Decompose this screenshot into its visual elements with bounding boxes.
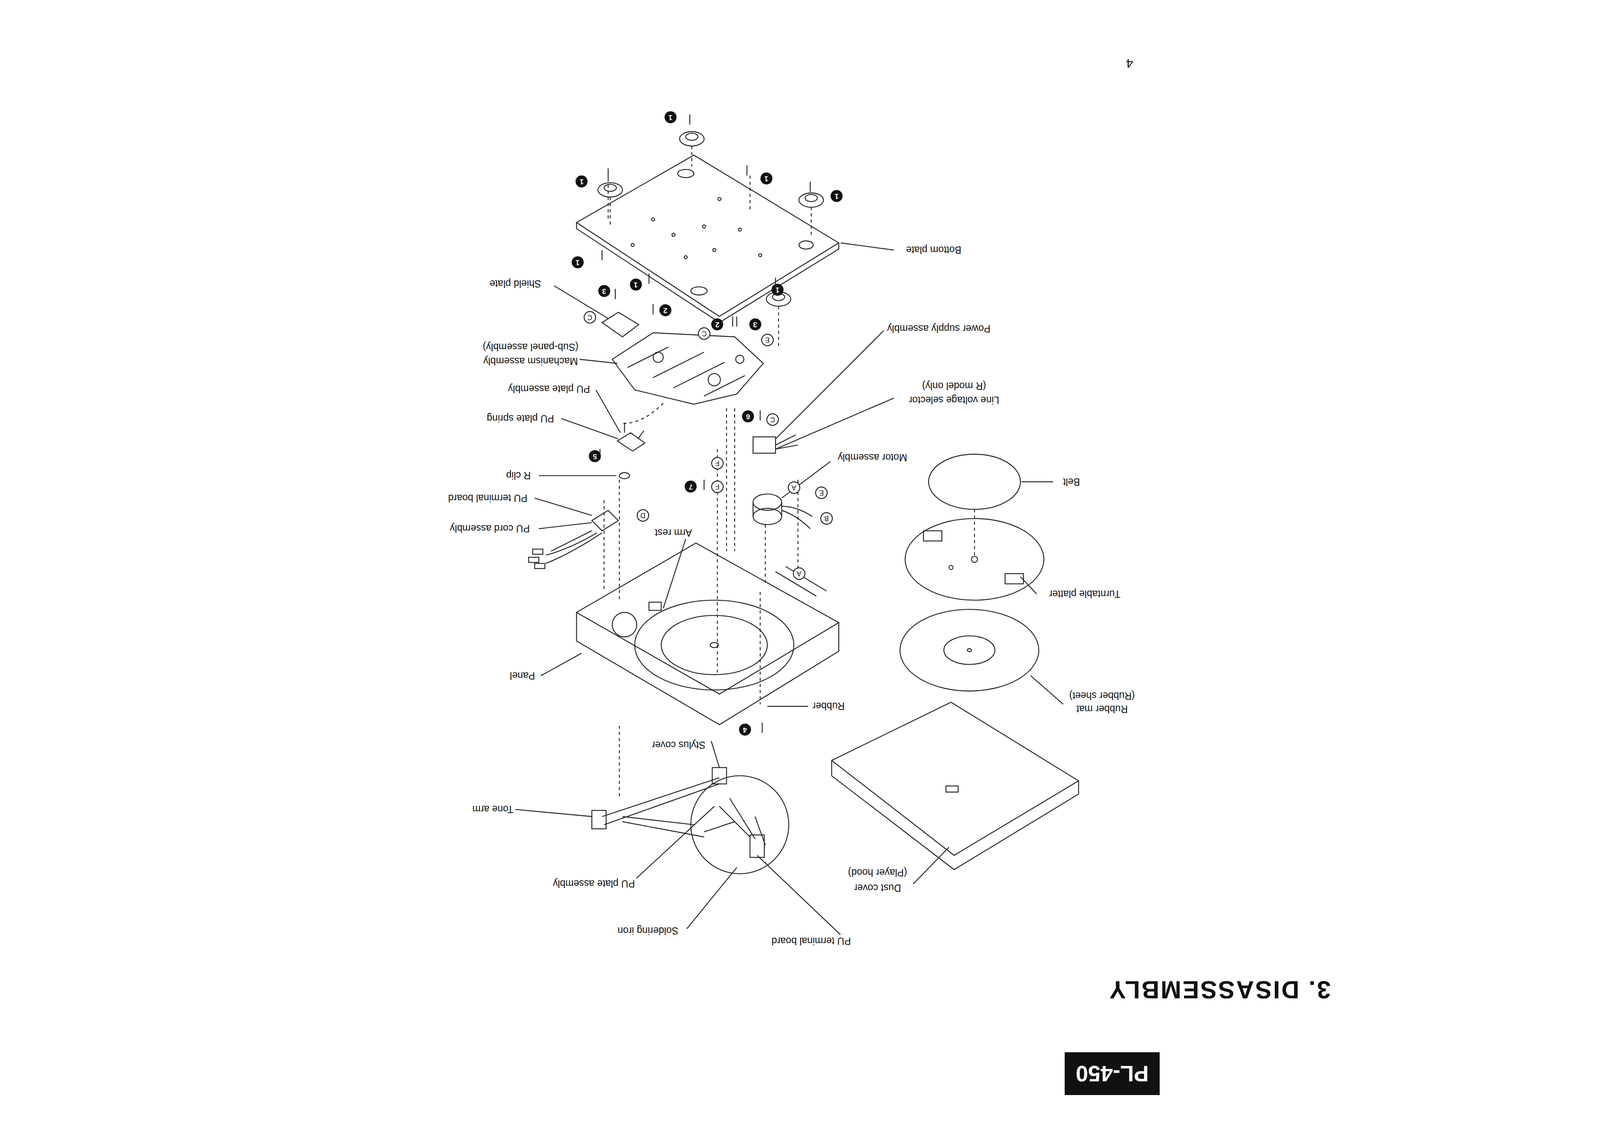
part-name: Line voltage selector: [907, 394, 1001, 407]
part-name: Rubber mat: [1074, 703, 1129, 716]
connector-letter: B: [820, 512, 833, 525]
connector-letter: F: [711, 480, 724, 493]
callout-number: 3: [749, 318, 762, 331]
part-name: Turntable platter: [1047, 587, 1122, 600]
part-name: R clip: [504, 469, 533, 482]
part-name: Shield plate: [488, 277, 543, 290]
callout-number: 4: [739, 723, 752, 736]
part-name: (Sub-panel assembly): [481, 341, 580, 354]
part-name: PU plate assembly: [506, 382, 592, 395]
connector-letter: E: [761, 333, 774, 347]
callout-number: 7: [684, 480, 697, 493]
part-name: Motor assembly: [836, 451, 909, 464]
part-name: Stylus cover: [650, 739, 707, 752]
callout-number: 3: [598, 284, 611, 297]
connector-letter: F: [711, 457, 724, 470]
connector-letter: C: [583, 311, 597, 324]
part-name: Panel: [508, 669, 537, 682]
callout-number: 1: [771, 283, 784, 296]
part-name: (Rubber sheet): [1068, 689, 1137, 702]
part-name: Rubber: [811, 700, 847, 713]
part-name: Dust cover: [852, 881, 903, 894]
part-name: Soldering iron: [616, 924, 680, 937]
connector-letter: C: [766, 413, 779, 426]
part-name: (R model only): [920, 379, 988, 392]
part-name: PU plate assembly: [551, 877, 637, 890]
callout-number: 2: [711, 318, 724, 331]
connector-letter: C: [697, 327, 711, 340]
callout-number: 1: [571, 256, 584, 269]
part-name: PU plate spring: [485, 412, 556, 425]
page-number: 4: [1125, 56, 1134, 71]
callout-number: 1: [664, 111, 677, 124]
callout-number: 1: [629, 278, 642, 291]
part-name: PU terminal board: [770, 934, 852, 947]
connector-letter: A: [787, 481, 801, 494]
part-name: Tone arm: [471, 803, 515, 816]
part-name: PU cord assembly: [448, 522, 532, 535]
connector-letter: E: [815, 486, 828, 499]
callout-number: 5: [588, 450, 601, 463]
connector-letter: D: [636, 509, 650, 522]
callout-number: 1: [830, 189, 843, 202]
model-tab: PL-450: [1064, 1052, 1161, 1096]
part-name: (Player hood): [846, 866, 909, 879]
callout-number: 1: [760, 172, 773, 185]
part-name: Machanism assembly: [481, 355, 579, 368]
callout-number: 2: [659, 304, 672, 317]
connector-letter: A: [792, 567, 806, 580]
callout-number: 6: [742, 410, 754, 423]
part-name: PU terminal board: [446, 491, 529, 504]
callout-number: 1: [575, 175, 588, 188]
part-name: Arm rest: [653, 526, 694, 539]
part-name: Bottom plate: [904, 243, 963, 256]
part-name: Belt: [1061, 475, 1082, 488]
page-heading: 3. DISASSEMBLY: [1108, 975, 1331, 1005]
model-name: PL-450: [1064, 1052, 1161, 1096]
part-name: Power supply assembly: [885, 322, 992, 335]
